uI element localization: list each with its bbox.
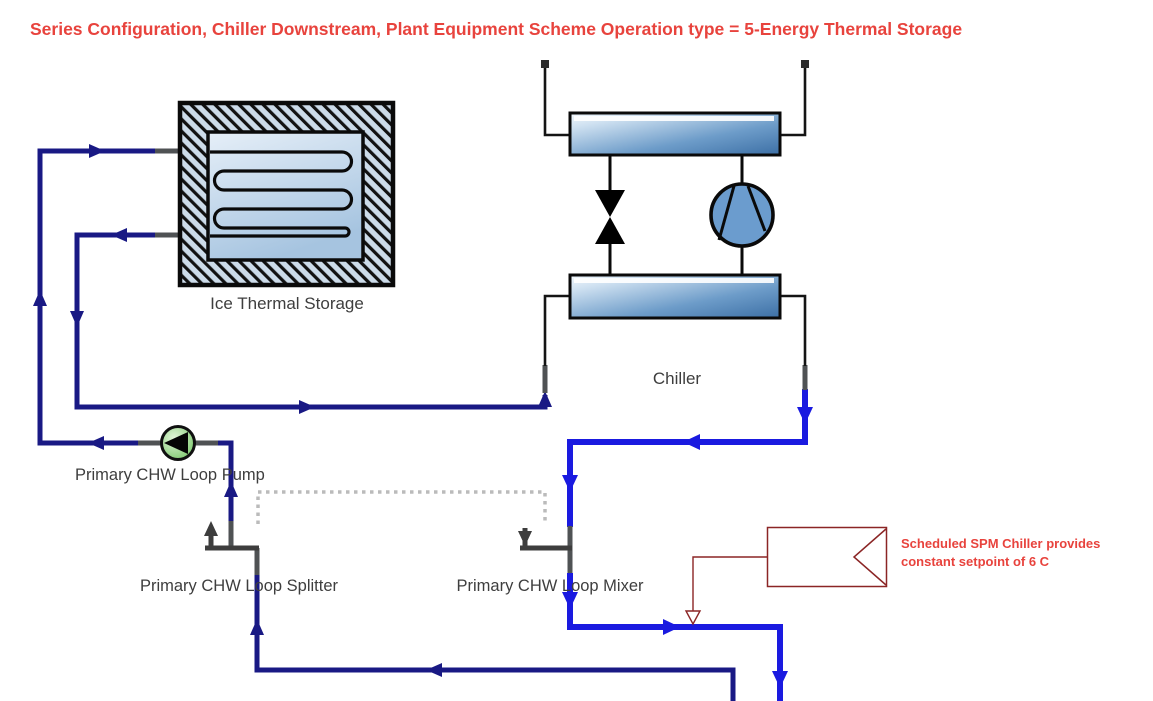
annotation-arrowhead-icon: [684, 610, 702, 626]
pump-label: Primary CHW Loop Pump: [75, 466, 265, 484]
annotation-text: Scheduled SPM Chiller provides constant …: [901, 535, 1100, 571]
condenser-line-left: [543, 67, 570, 137]
flow-arrow-right-icon: [299, 400, 315, 414]
primary-chw-pump: [160, 425, 196, 461]
condenser-bar: [568, 111, 782, 157]
annotation-leader-line: [692, 556, 767, 611]
mixer-junction: [518, 528, 572, 551]
chiller: [541, 60, 809, 366]
branch-arrow-down-icon: [518, 531, 532, 546]
annotation-line-2: constant setpoint of 6 C: [901, 554, 1050, 569]
evaporator-line-right: [780, 294, 807, 366]
flow-arrow-up-icon: [250, 619, 264, 635]
chw-supply-flow-arrows: [562, 407, 813, 688]
pipe-chiller-outlet-to-mixer: [567, 389, 808, 527]
ice-thermal-storage-label: Ice Thermal Storage: [210, 294, 364, 313]
chw-return-flow-arrows: [33, 144, 552, 677]
expansion-valve-icon: [595, 190, 625, 244]
splitter-junction: [204, 521, 259, 551]
pipe-pump-to-ice-inlet: [37, 148, 163, 446]
flow-arrow-down-icon: [562, 592, 578, 609]
flow-arrow-left-icon: [111, 228, 127, 242]
pump-impeller-icon: [164, 432, 188, 454]
flow-arrow-left-icon: [88, 436, 104, 450]
annotation-box: [766, 526, 888, 588]
compressor-icon: [709, 182, 775, 248]
flow-arrow-up-icon: [33, 290, 47, 306]
flow-arrow-left-icon: [426, 663, 442, 677]
condenser-node-square: [541, 60, 549, 68]
flow-arrow-up-icon: [224, 481, 238, 497]
evaporator-line-left: [543, 294, 570, 366]
evaporator-bar: [568, 273, 782, 320]
pipe-splitter-to-pump: [216, 440, 234, 525]
chiller-label: Chiller: [652, 369, 702, 388]
flow-arrow-down-icon: [562, 475, 578, 492]
condenser-node-square: [801, 60, 809, 68]
flow-arrow-down-icon: [70, 311, 84, 327]
ice-coil-icon: [210, 150, 354, 238]
ice-thermal-storage: [177, 100, 396, 288]
setpoint-annotation: [684, 526, 888, 626]
flow-arrow-left-icon: [683, 434, 700, 450]
flow-arrow-right-icon: [663, 619, 680, 635]
flow-arrow-down-icon: [772, 671, 788, 688]
condenser-line-right: [780, 67, 807, 137]
annotation-line-1: Scheduled SPM Chiller provides: [901, 536, 1101, 551]
splitter-label: Primary CHW Loop Splitter: [139, 577, 339, 595]
flow-arrow-right-icon: [89, 144, 105, 158]
flow-arrow-up-icon: [538, 391, 552, 407]
page-title: Series Configuration, Chiller Downstream…: [30, 19, 963, 39]
branch-arrow-up-icon: [204, 521, 218, 536]
annotation-flag-chevron-icon: [852, 528, 887, 586]
mixer-label: Primary CHW Loop Mixer: [456, 577, 644, 595]
bypass-dotted-link: [256, 490, 547, 524]
flow-arrow-down-icon: [797, 407, 813, 424]
